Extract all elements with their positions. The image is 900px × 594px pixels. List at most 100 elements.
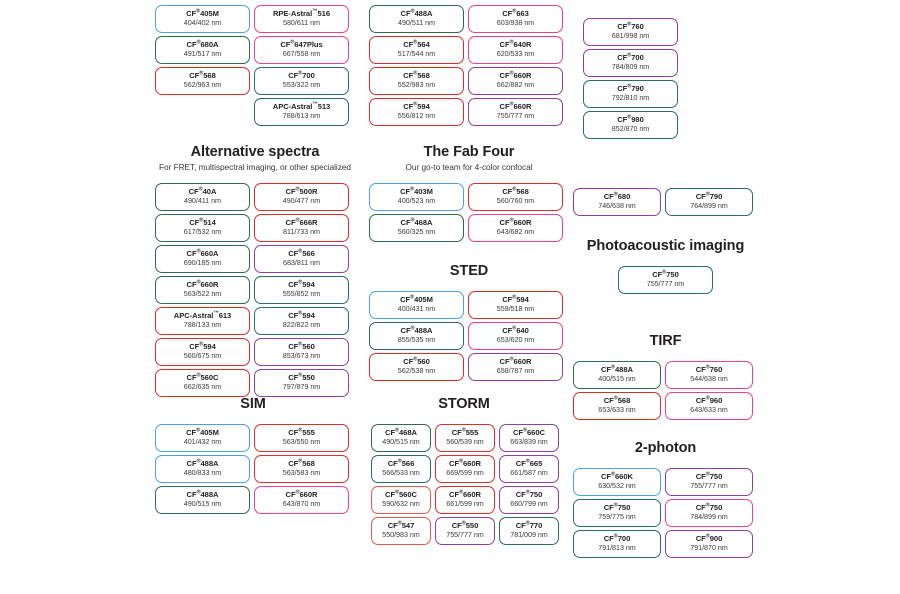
trademark-mark: ® (627, 114, 632, 121)
trademark-mark: ® (705, 395, 710, 402)
dye-spectra: 643/870 nm (282, 499, 321, 509)
dye-number: 403M (414, 186, 433, 196)
dye-brand: CF (189, 217, 200, 227)
trademark-mark: ® (611, 471, 615, 478)
dye-number: 594 (516, 294, 529, 304)
trademark-mark: ® (509, 217, 514, 224)
dye-number: 488A (200, 489, 219, 499)
trademark-mark: ® (459, 458, 463, 465)
dye-name: CF®594 (502, 294, 529, 305)
trademark-mark: ® (523, 427, 527, 434)
dye-spectra: 490/515 nm (183, 499, 222, 509)
dye-spectra: 683/811 nm (283, 258, 320, 268)
sim-title: SIM (240, 396, 266, 412)
dye-name: CF®40A (189, 186, 217, 197)
dye-number: 488A (414, 8, 433, 18)
dye-brand: CF (288, 427, 299, 437)
dye-brand: CF (280, 39, 291, 49)
trademark-mark: ® (196, 372, 201, 379)
dye-brand: CF (403, 39, 414, 49)
dye-brand: RPE-Astral (272, 8, 313, 18)
dye-name: APC-Astral™513 (273, 101, 331, 112)
dye-number: 640R (513, 39, 532, 49)
